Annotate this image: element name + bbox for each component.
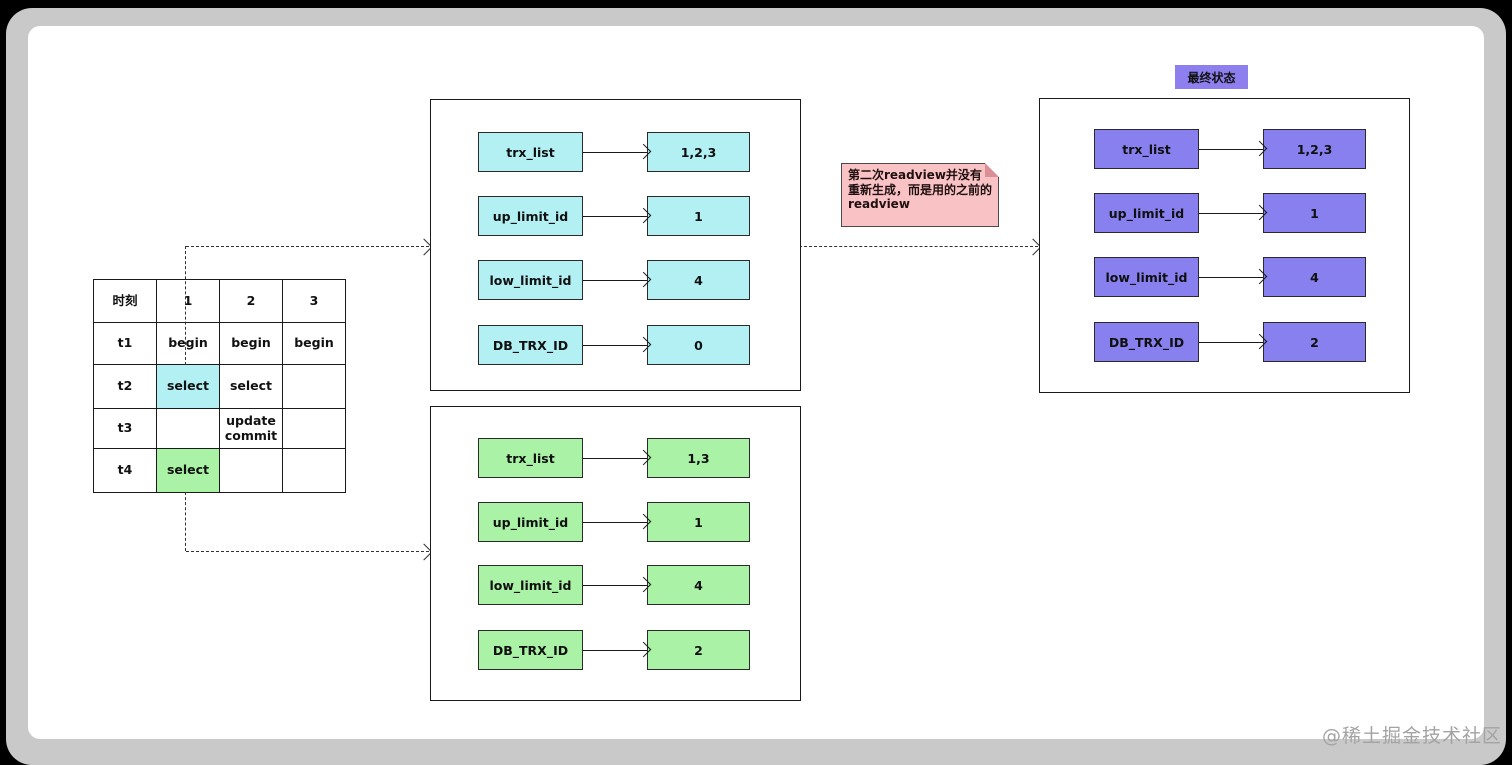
table-cell-select-second: select [156, 448, 220, 493]
arrow-right-icon [583, 584, 647, 586]
field-label-box: trx_list [478, 132, 583, 172]
arrow-right-icon [583, 279, 647, 281]
watermark: @稀土掘金技术社区 [1322, 725, 1503, 747]
arrow-right-icon [1199, 148, 1263, 150]
arrow-right-icon [583, 151, 647, 153]
dashed-connector-t2-horizontal [186, 246, 429, 247]
table-cell: begin [219, 322, 283, 365]
field-value-box: 0 [647, 325, 750, 365]
readview-group-second: trx_list 1,3 up_limit_id 1 low_limit_id … [430, 406, 801, 701]
table-header-cell: 3 [282, 279, 346, 323]
field-label-box: low_limit_id [478, 260, 583, 300]
table-header-cell: 2 [219, 279, 283, 323]
table-time-cell: t4 [93, 448, 157, 493]
field-label-box: trx_list [1094, 129, 1199, 169]
field-value-box: 1,2,3 [647, 132, 750, 172]
table-cell: begin [156, 322, 220, 365]
table-time-cell: t2 [93, 364, 157, 409]
arrow-right-icon [1199, 212, 1263, 214]
arrow-right-icon [583, 457, 647, 459]
field-value-box: 4 [647, 260, 750, 300]
arrow-right-icon [583, 521, 647, 523]
field-label-box: DB_TRX_ID [1094, 322, 1199, 362]
table-cell [282, 448, 346, 493]
table-cell [219, 448, 283, 493]
arrow-right-icon [1199, 276, 1263, 278]
field-value-box: 1 [647, 502, 750, 542]
table-header-cell: 时刻 [93, 279, 157, 323]
arrow-right-icon [583, 215, 647, 217]
readview-group-final: trx_list 1,2,3 up_limit_id 1 low_limit_i… [1039, 98, 1410, 393]
table-cell-select-first: select [156, 364, 220, 409]
table-cell [282, 408, 346, 449]
readview-group-first: trx_list 1,2,3 up_limit_id 1 low_limit_i… [430, 99, 801, 391]
table-cell [282, 364, 346, 409]
field-value-box: 1 [647, 196, 750, 236]
table-time-cell: t3 [93, 408, 157, 449]
field-value-box: 1 [1263, 193, 1366, 233]
field-label-box: DB_TRX_ID [478, 325, 583, 365]
field-value-box: 1,3 [647, 438, 750, 478]
table-cell: select [219, 364, 283, 409]
field-value-box: 2 [1263, 322, 1366, 362]
final-state-label: 最终状态 [1175, 65, 1248, 89]
dashed-connector-t4-vertical [185, 492, 186, 551]
sticky-note: 第二次readview并没有重新生成，而是用的之前的readview [841, 163, 999, 227]
table-cell [156, 408, 220, 449]
timeline-table: 时刻 1 2 3 t1 begin begin begin t2 select … [93, 279, 346, 493]
dashed-connector-t4-horizontal [186, 551, 429, 552]
table-time-cell: t1 [93, 322, 157, 365]
field-label-box: DB_TRX_ID [478, 630, 583, 670]
field-value-box: 1,2,3 [1263, 129, 1366, 169]
table-cell: begin [282, 322, 346, 365]
dashed-connector-t2-vertical [185, 246, 186, 365]
field-value-box: 2 [647, 630, 750, 670]
arrow-right-icon [583, 649, 647, 651]
field-label-box: up_limit_id [478, 196, 583, 236]
dashed-connector-reuse-readview [799, 246, 1038, 247]
arrow-right-icon [1199, 341, 1263, 343]
field-value-box: 4 [1263, 257, 1366, 297]
table-cell: update commit [219, 408, 283, 449]
arrow-right-icon [583, 344, 647, 346]
field-value-box: 4 [647, 565, 750, 605]
field-label-box: low_limit_id [1094, 257, 1199, 297]
field-label-box: up_limit_id [478, 502, 583, 542]
field-label-box: up_limit_id [1094, 193, 1199, 233]
table-header-cell: 1 [156, 279, 220, 323]
field-label-box: low_limit_id [478, 565, 583, 605]
field-label-box: trx_list [478, 438, 583, 478]
